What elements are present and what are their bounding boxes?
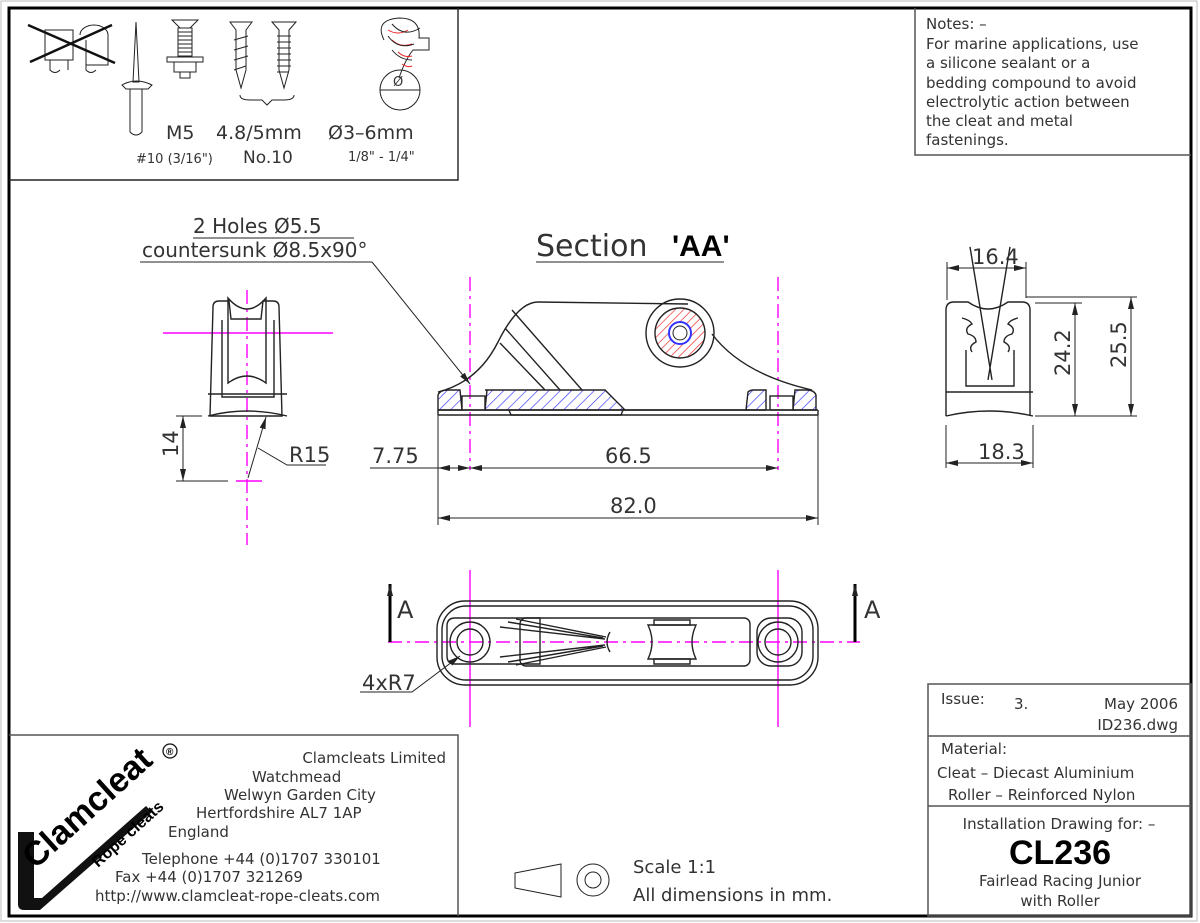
- wood-screw-icon: [229, 21, 298, 106]
- screw-size-label: 4.8/5mm: [216, 122, 302, 144]
- material-cleat: Cleat – Diecast Aluminium: [937, 764, 1134, 782]
- holes-note-line2: countersunk Ø8.5x90°: [142, 238, 368, 262]
- company-name: Clamcleats Limited: [302, 749, 446, 767]
- title-block: Issue: 3. May 2006 ID236.dwg Material: C…: [927, 683, 1192, 917]
- units-label: All dimensions in mm.: [633, 885, 832, 906]
- notes-title: Notes: –: [926, 15, 987, 33]
- issue-number: 3.: [1014, 695, 1028, 713]
- address-line: Welwyn Garden City: [224, 786, 376, 804]
- fastener-panel: Ø M5 4.8/5mm Ø3–6mm #10 (3/16") No.10 1/…: [9, 8, 459, 181]
- corner-radius-dimension: 4xR7: [362, 671, 416, 695]
- section-aa-view: [437, 277, 819, 470]
- address-line: Watchmead: [252, 768, 341, 786]
- notes-panel: Notes: – For marine applications, use a …: [914, 8, 1191, 156]
- not-recommended-bolts-icon: [27, 23, 116, 73]
- overall-length-dimension: 82.0: [610, 494, 657, 518]
- plan-view: A A 4xR7: [360, 570, 881, 727]
- holes-note-line1: 2 Holes Ø5.5: [193, 214, 322, 238]
- product-code: CL236: [1009, 834, 1111, 872]
- product-name-line1: Fairlead Racing Junior: [979, 872, 1142, 890]
- section-marker-right: A: [864, 596, 881, 624]
- projection-symbol-icon: [514, 863, 610, 898]
- screw-number-label: No.10: [243, 148, 293, 168]
- material-label: Material:: [941, 740, 1007, 758]
- inner-height-dimension: 24.2: [1051, 329, 1075, 376]
- material-roller: Roller – Reinforced Nylon: [948, 786, 1135, 804]
- issue-label: Issue:: [941, 690, 985, 708]
- notes-line: electrolytic action between: [926, 93, 1130, 111]
- drawing-border: [7, 6, 1193, 918]
- hole-spacing-dimension: 66.5: [605, 444, 652, 468]
- logo-main-text: Clamcleat: [15, 740, 160, 876]
- m5-bolt-icon: [166, 19, 204, 79]
- rivet-icon: [121, 21, 153, 136]
- scale-label: Scale 1:1: [633, 857, 716, 878]
- notes-line: the cleat and metal: [926, 112, 1073, 130]
- company-url[interactable]: http://www.clamcleat-rope-cleats.com: [95, 887, 380, 905]
- address-line: England: [168, 823, 229, 841]
- address-line: Hertfordshire AL7 1AP: [196, 804, 362, 822]
- notes-line: a silicone sealant or a: [926, 54, 1090, 72]
- radius-dimension: R15: [289, 443, 330, 467]
- notes-line: fastenings.: [926, 131, 1009, 149]
- company-fax: Fax +44 (0)1707 321269: [115, 868, 303, 886]
- issue-date: May 2006: [1104, 695, 1178, 713]
- end-view-left: 14 R15: [159, 290, 333, 545]
- registered-mark: ®: [166, 747, 174, 758]
- product-name-line2: with Roller: [1020, 892, 1100, 910]
- notes-line: For marine applications, use: [926, 35, 1139, 53]
- base-width-dimension: 18.3: [978, 440, 1025, 464]
- installation-drawing-label: Installation Drawing for: –: [963, 815, 1156, 833]
- overall-height-dimension: 25.5: [1107, 321, 1131, 368]
- rope-inch-label: 1/8" - 1/4": [348, 150, 415, 165]
- end-view-right: 16.4 18.3 24.2 25.5: [945, 245, 1137, 468]
- rope-diameter-label: Ø3–6mm: [328, 122, 414, 144]
- scale-block: Scale 1:1 All dimensions in mm.: [514, 857, 832, 906]
- rivet-size-label: #10 (3/16"): [136, 152, 213, 167]
- company-block: Clamcleat Rope cleats ® Clamcleats Limit…: [9, 734, 459, 916]
- rope-diameter-symbol: Ø: [393, 75, 403, 90]
- rope-diameter-icon: Ø: [379, 17, 430, 111]
- company-telephone: Telephone +44 (0)1707 330101: [141, 850, 381, 868]
- top-width-dimension: 16.4: [972, 245, 1019, 269]
- holes-note: 2 Holes Ø5.5 countersunk Ø8.5x90°: [140, 214, 471, 385]
- notes-line: bedding compound to avoid: [926, 74, 1137, 92]
- section-label: Section: [536, 229, 647, 264]
- drawing-file: ID236.dwg: [1097, 716, 1178, 734]
- m5-label: M5: [166, 122, 194, 144]
- length-dimensions: 7.75 66.5 82.0: [370, 415, 819, 525]
- section-title: Section 'AA': [536, 229, 730, 264]
- end-height-dimension: 14: [159, 430, 183, 457]
- offset-dimension: 7.75: [372, 444, 419, 468]
- section-name: 'AA': [672, 230, 730, 263]
- section-marker-left: A: [397, 596, 414, 624]
